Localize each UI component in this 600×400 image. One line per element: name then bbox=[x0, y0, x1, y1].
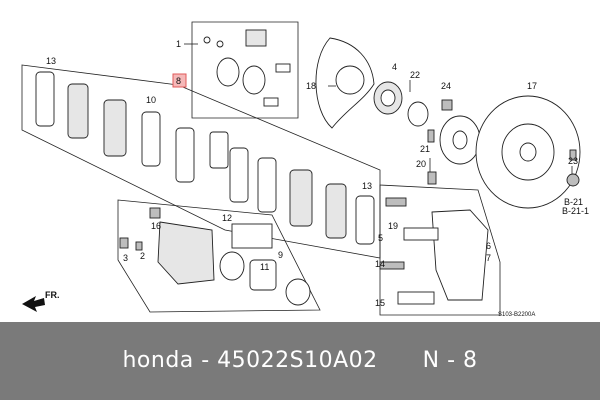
brake-pad bbox=[67, 83, 89, 139]
grease-pack bbox=[245, 29, 267, 47]
callout-9: 9 bbox=[278, 250, 283, 260]
shim bbox=[175, 127, 195, 183]
callout-16: 16 bbox=[151, 221, 161, 231]
bleeder-cap bbox=[203, 36, 211, 44]
bracket-bolt bbox=[379, 261, 405, 270]
callout-23: 23 bbox=[568, 156, 578, 166]
callout-2: 2 bbox=[140, 251, 145, 261]
shim bbox=[35, 71, 55, 127]
callout-22: 22 bbox=[410, 70, 420, 80]
callout-18: 18 bbox=[306, 81, 316, 91]
exploded-brake-diagram: 1 2 3 4 5 6 7 8 9 10 11 12 13 13 14 15 1… bbox=[21, 21, 589, 318]
callout-6: 6 bbox=[486, 241, 491, 251]
callout-20: 20 bbox=[416, 159, 426, 169]
brake-pad bbox=[289, 169, 313, 227]
callout-12: 12 bbox=[222, 213, 232, 223]
caliper-body bbox=[157, 221, 215, 285]
ref-b-21: B-21 bbox=[564, 197, 583, 207]
shim bbox=[229, 147, 249, 203]
piston-seal bbox=[216, 57, 240, 87]
snap-ring bbox=[407, 101, 429, 127]
caption-bar: honda - 45022S10A02 N - 8 bbox=[0, 322, 600, 400]
direction-label: FR. bbox=[45, 290, 60, 300]
callout-13-left: 13 bbox=[46, 56, 56, 66]
callout-15: 15 bbox=[375, 298, 385, 308]
hub-center bbox=[452, 130, 468, 150]
callout-4: 4 bbox=[392, 62, 397, 72]
wheel-bearing-bore bbox=[380, 89, 396, 107]
pad-retainer-lower bbox=[397, 291, 435, 305]
callout-11: 11 bbox=[260, 262, 269, 272]
boot-spring bbox=[263, 97, 279, 107]
callout-3: 3 bbox=[123, 253, 128, 263]
callout-8: 8 bbox=[176, 76, 181, 86]
wheel-nut bbox=[566, 173, 580, 187]
anti-squeal-clip bbox=[209, 131, 229, 169]
callout-17: 17 bbox=[527, 81, 537, 91]
brake-pad bbox=[325, 183, 347, 239]
callout-24: 24 bbox=[441, 81, 451, 91]
disc-screw bbox=[569, 149, 577, 161]
seal-kit-parts bbox=[203, 29, 291, 107]
ref-b-21-1: B-21-1 bbox=[562, 206, 589, 216]
callout-21: 21 bbox=[420, 144, 430, 154]
part-caption: honda - 45022S10A02 N - 8 bbox=[122, 348, 478, 373]
brake-disc-center bbox=[519, 142, 537, 162]
brake-pad bbox=[103, 99, 127, 157]
caliper-outline bbox=[117, 199, 321, 313]
diagram-code: S103-B2200A bbox=[498, 312, 535, 318]
splash-shield-hole bbox=[335, 65, 365, 95]
caliper-pin-bolt bbox=[149, 207, 161, 219]
seal-kit-outline bbox=[191, 21, 299, 119]
spindle-nut bbox=[441, 99, 453, 111]
piston bbox=[249, 259, 277, 291]
bracket-bolt bbox=[385, 197, 407, 207]
highlighted-callout-box bbox=[172, 73, 187, 88]
hub-bolt bbox=[427, 129, 435, 143]
callout-19: 19 bbox=[388, 221, 398, 231]
boot-spring bbox=[275, 63, 291, 73]
dust-seal bbox=[285, 278, 311, 306]
parts-diagram: 1 2 3 4 5 6 7 8 9 10 11 12 13 13 14 15 1… bbox=[21, 21, 590, 318]
bracket-outline bbox=[379, 184, 501, 316]
front-direction-arrow-icon bbox=[22, 296, 45, 312]
bleeder-screw bbox=[119, 237, 129, 249]
bleeder-cap bbox=[216, 40, 224, 48]
shim bbox=[355, 195, 375, 245]
callout-7: 7 bbox=[486, 253, 491, 263]
callout-10: 10 bbox=[146, 95, 156, 105]
brake-pad-group bbox=[35, 71, 375, 245]
callout-14: 14 bbox=[375, 259, 385, 269]
pad-retainer bbox=[231, 223, 273, 249]
callout-1: 1 bbox=[176, 39, 181, 49]
pad-retainer-upper bbox=[403, 227, 439, 241]
bleeder-cap bbox=[135, 241, 143, 251]
piston-seal bbox=[219, 251, 245, 281]
shim bbox=[257, 157, 277, 213]
shim bbox=[141, 111, 161, 167]
caliper-bracket bbox=[431, 209, 489, 301]
callout-13-right: 13 bbox=[362, 181, 372, 191]
callout-5: 5 bbox=[378, 233, 383, 243]
dust-boot bbox=[242, 65, 266, 95]
wheel-stud bbox=[427, 171, 437, 185]
